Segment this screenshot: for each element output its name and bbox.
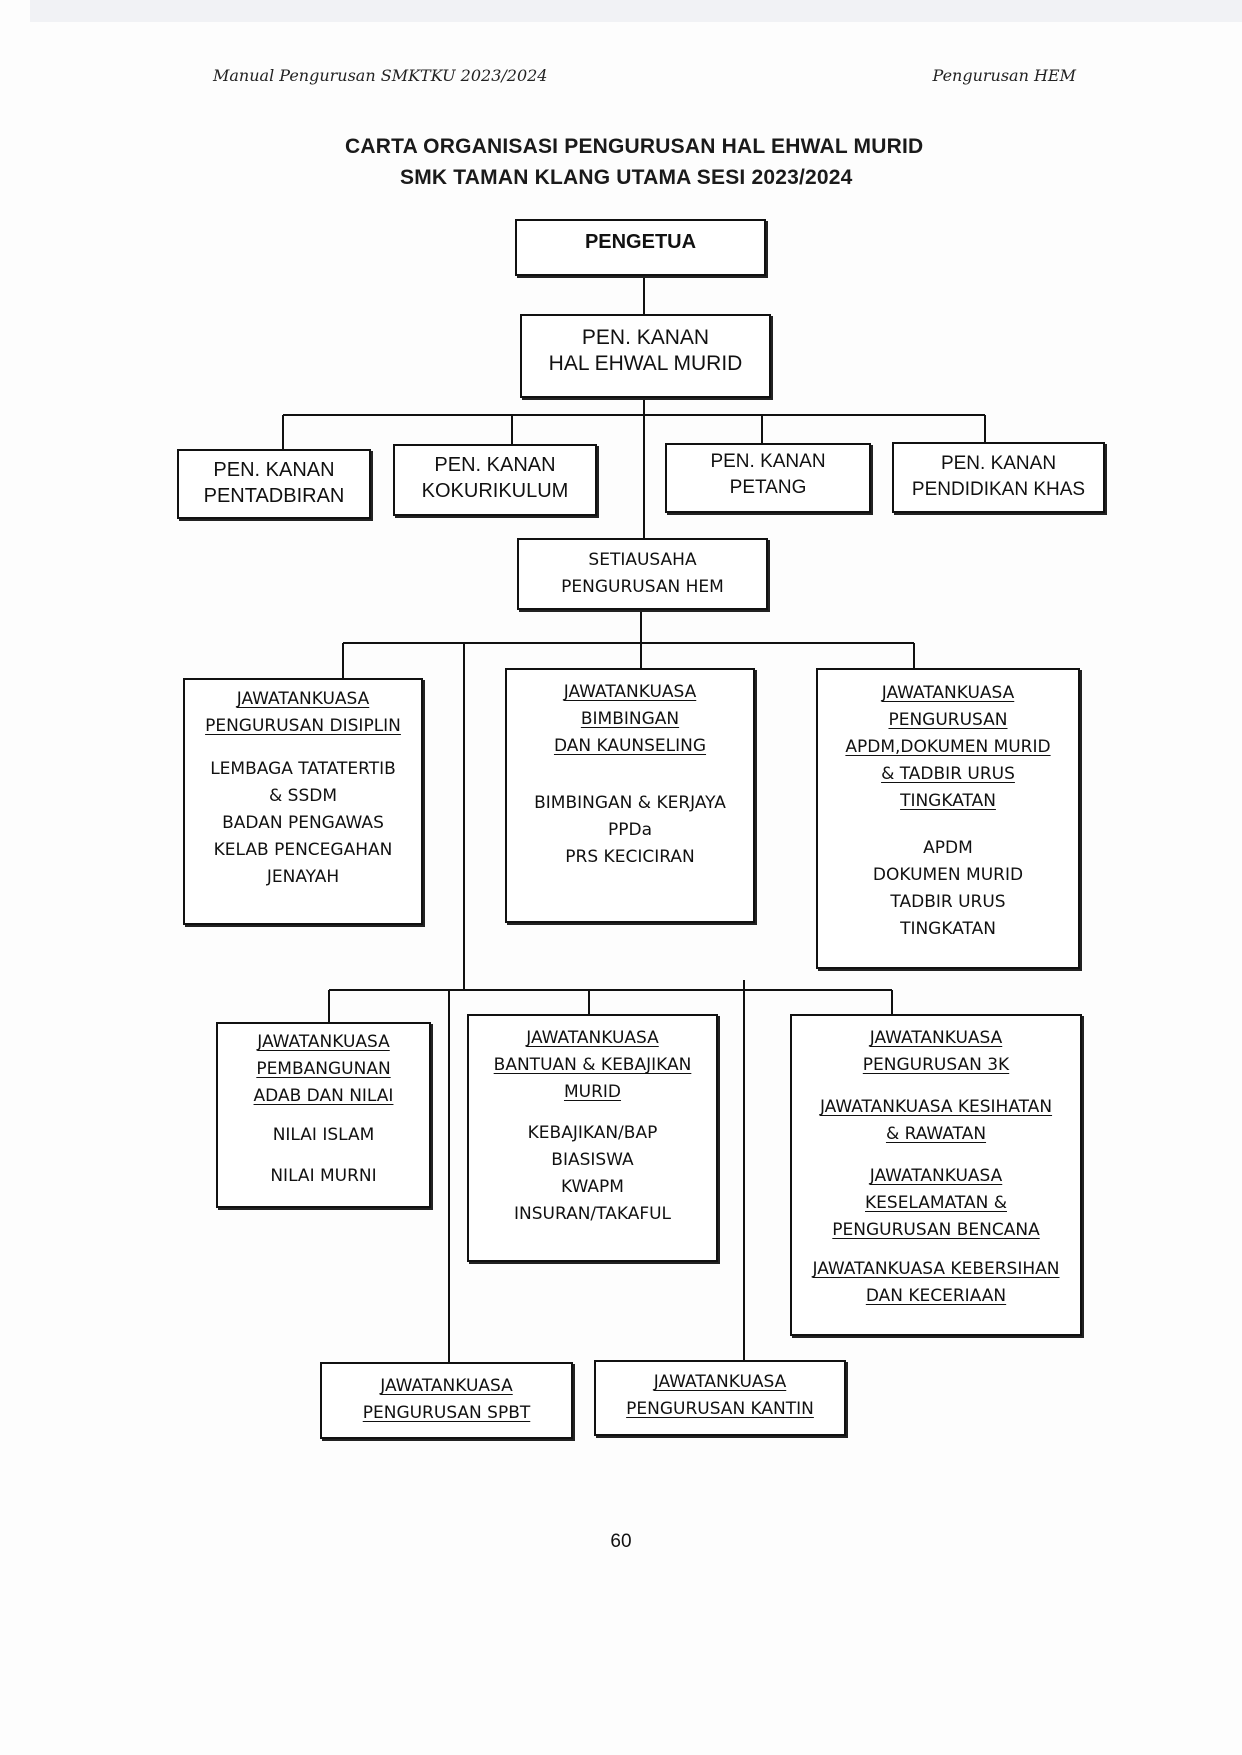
node-setiausaha: SETIAUSAHA PENGURUSAN HEM bbox=[517, 538, 768, 610]
adab-heading-1: JAWATANKUASA bbox=[257, 1032, 390, 1052]
tigak-sub2-2: KESELAMATAN & bbox=[865, 1193, 1007, 1213]
bantuan-heading-3: MURID bbox=[563, 1082, 622, 1102]
node-pk-hem: PEN. KANAN HAL EHWAL MURID bbox=[520, 314, 771, 398]
pk-hem-line1: PEN. KANAN bbox=[581, 326, 710, 349]
header-right: Pengurusan HEM bbox=[932, 66, 1076, 85]
disiplin-item: & SSDM bbox=[269, 786, 337, 806]
disiplin-item: JENAYAH bbox=[266, 867, 340, 887]
kantin-line1: JAWATANKUASA bbox=[653, 1372, 787, 1392]
apdm-heading-3: APDM,DOKUMEN MURID bbox=[845, 737, 1051, 757]
node-jk-kantin: JAWATANKUASA PENGURUSAN KANTIN bbox=[594, 1360, 846, 1436]
setiausaha-line1: SETIAUSAHA bbox=[588, 550, 697, 570]
bantuan-item: KWAPM bbox=[561, 1177, 624, 1197]
tigak-heading-1: JAWATANKUASA bbox=[869, 1028, 1003, 1048]
node-jk-spbt: JAWATANKUASA PENGURUSAN SPBT bbox=[320, 1362, 573, 1439]
setiausaha-line2: PENGURUSAN HEM bbox=[561, 577, 724, 597]
node-jk-bimbingan: JAWATANKUASA BIMBINGAN DAN KAUNSELING BI… bbox=[505, 668, 755, 923]
node-jk-apdm: JAWATANKUASA PENGURUSAN APDM,DOKUMEN MUR… bbox=[816, 668, 1080, 969]
apdm-item: DOKUMEN MURID bbox=[872, 865, 1024, 885]
apdm-heading-4: & TADBIR URUS bbox=[881, 764, 1015, 784]
bimbingan-heading-2: BIMBINGAN bbox=[580, 709, 680, 729]
disiplin-item: KELAB PENCEGAHAN bbox=[213, 840, 393, 860]
node-pk-pendidikan-khas: PEN. KANAN PENDIDIKAN KHAS bbox=[892, 442, 1105, 513]
pk-pentadbiran-line1: PEN. KANAN bbox=[213, 459, 335, 481]
pk-kokurikulum-line2: KOKURIKULUM bbox=[421, 480, 569, 502]
node-pk-pentadbiran: PEN. KANAN PENTADBIRAN bbox=[177, 449, 371, 519]
node-pk-kokurikulum: PEN. KANAN KOKURIKULUM bbox=[393, 444, 597, 516]
bimbingan-heading-1: JAWATANKUASA bbox=[563, 682, 697, 702]
chart-title-line2: SMK TAMAN KLANG UTAMA SESI 2023/2024 bbox=[400, 166, 853, 189]
bimbingan-item: PRS KECICIRAN bbox=[565, 847, 695, 867]
node-pengetua: PENGETUA bbox=[515, 219, 766, 276]
node-jk-disiplin: JAWATANKUASA PENGURUSAN DISIPLIN LEMBAGA… bbox=[183, 678, 423, 925]
node-pengetua-label: PENGETUA bbox=[584, 231, 697, 253]
node-jk-adab: JAWATANKUASA PEMBANGUNAN ADAB DAN NILAI … bbox=[216, 1022, 431, 1208]
bimbingan-item: PPDa bbox=[607, 820, 652, 840]
adab-item: NILAI ISLAM bbox=[272, 1125, 375, 1145]
tigak-sub1-2: & RAWATAN bbox=[885, 1124, 987, 1144]
disiplin-heading-1: JAWATANKUASA bbox=[236, 689, 370, 709]
tigak-heading-2: PENGURUSAN 3K bbox=[862, 1055, 1010, 1075]
chart-title-line1: CARTA ORGANISASI PENGURUSAN HAL EHWAL MU… bbox=[345, 135, 924, 158]
spbt-line2: PENGURUSAN SPBT bbox=[362, 1403, 531, 1423]
pk-petang-line1: PEN. KANAN bbox=[710, 451, 826, 472]
disiplin-heading-2: PENGURUSAN DISIPLIN bbox=[205, 716, 401, 736]
adab-item: NILAI MURNI bbox=[270, 1166, 377, 1186]
tigak-sub1-1: JAWATANKUASA KESIHATAN bbox=[819, 1097, 1053, 1117]
bantuan-heading-2: BANTUAN & KEBAJIKAN bbox=[493, 1055, 692, 1075]
pk-pentadbiran-line2: PENTADBIRAN bbox=[203, 485, 345, 507]
adab-heading-2: PEMBANGUNAN bbox=[256, 1059, 391, 1079]
node-pk-petang: PEN. KANAN PETANG bbox=[665, 443, 871, 513]
adab-heading-3: ADAB DAN NILAI bbox=[253, 1086, 394, 1106]
disiplin-item: LEMBAGA TATATERTIB bbox=[210, 759, 396, 779]
bantuan-item: BIASISWA bbox=[551, 1150, 634, 1170]
bimbingan-item: BIMBINGAN & KERJAYA bbox=[534, 793, 726, 813]
spbt-line1: JAWATANKUASA bbox=[380, 1376, 513, 1396]
tigak-sub3-2: DAN KECERIAAN bbox=[865, 1286, 1007, 1306]
tigak-sub2-3: PENGURUSAN BENCANA bbox=[832, 1220, 1040, 1240]
bantuan-item: KEBAJIKAN/BAP bbox=[527, 1123, 658, 1143]
disiplin-item: BADAN PENGAWAS bbox=[222, 813, 384, 833]
node-jk-3k: JAWATANKUASA PENGURUSAN 3K JAWATANKUASA … bbox=[790, 1014, 1082, 1336]
bantuan-heading-1: JAWATANKUASA bbox=[526, 1028, 659, 1048]
kantin-line2: PENGURUSAN KANTIN bbox=[626, 1399, 814, 1419]
bantuan-item: INSURAN/TAKAFUL bbox=[513, 1204, 672, 1224]
scan-edge bbox=[30, 0, 1242, 22]
apdm-heading-5: TINGKATAN bbox=[900, 791, 996, 811]
bimbingan-heading-3: DAN KAUNSELING bbox=[553, 736, 707, 756]
tigak-sub3-1: JAWATANKUASA KEBERSIHAN bbox=[812, 1259, 1060, 1279]
pk-khas-line2: PENDIDIKAN KHAS bbox=[911, 479, 1086, 500]
pk-khas-line1: PEN. KANAN bbox=[940, 453, 1057, 474]
apdm-item: TINGKATAN bbox=[900, 919, 996, 939]
page-number: 60 bbox=[610, 1531, 632, 1552]
pk-kokurikulum-line1: PEN. KANAN bbox=[434, 454, 556, 476]
header-left: Manual Pengurusan SMKTKU 2023/2024 bbox=[213, 66, 548, 85]
apdm-heading-2: PENGURUSAN bbox=[888, 710, 1008, 730]
apdm-item: APDM bbox=[923, 838, 973, 858]
tigak-sub2-1: JAWATANKUASA bbox=[869, 1166, 1003, 1186]
apdm-heading-1: JAWATANKUASA bbox=[881, 683, 1015, 703]
apdm-item: TADBIR URUS bbox=[890, 892, 1006, 912]
node-jk-bantuan: JAWATANKUASA BANTUAN & KEBAJIKAN MURID K… bbox=[467, 1014, 718, 1262]
pk-hem-line2: HAL EHWAL MURID bbox=[548, 352, 743, 375]
pk-petang-line2: PETANG bbox=[729, 477, 807, 498]
